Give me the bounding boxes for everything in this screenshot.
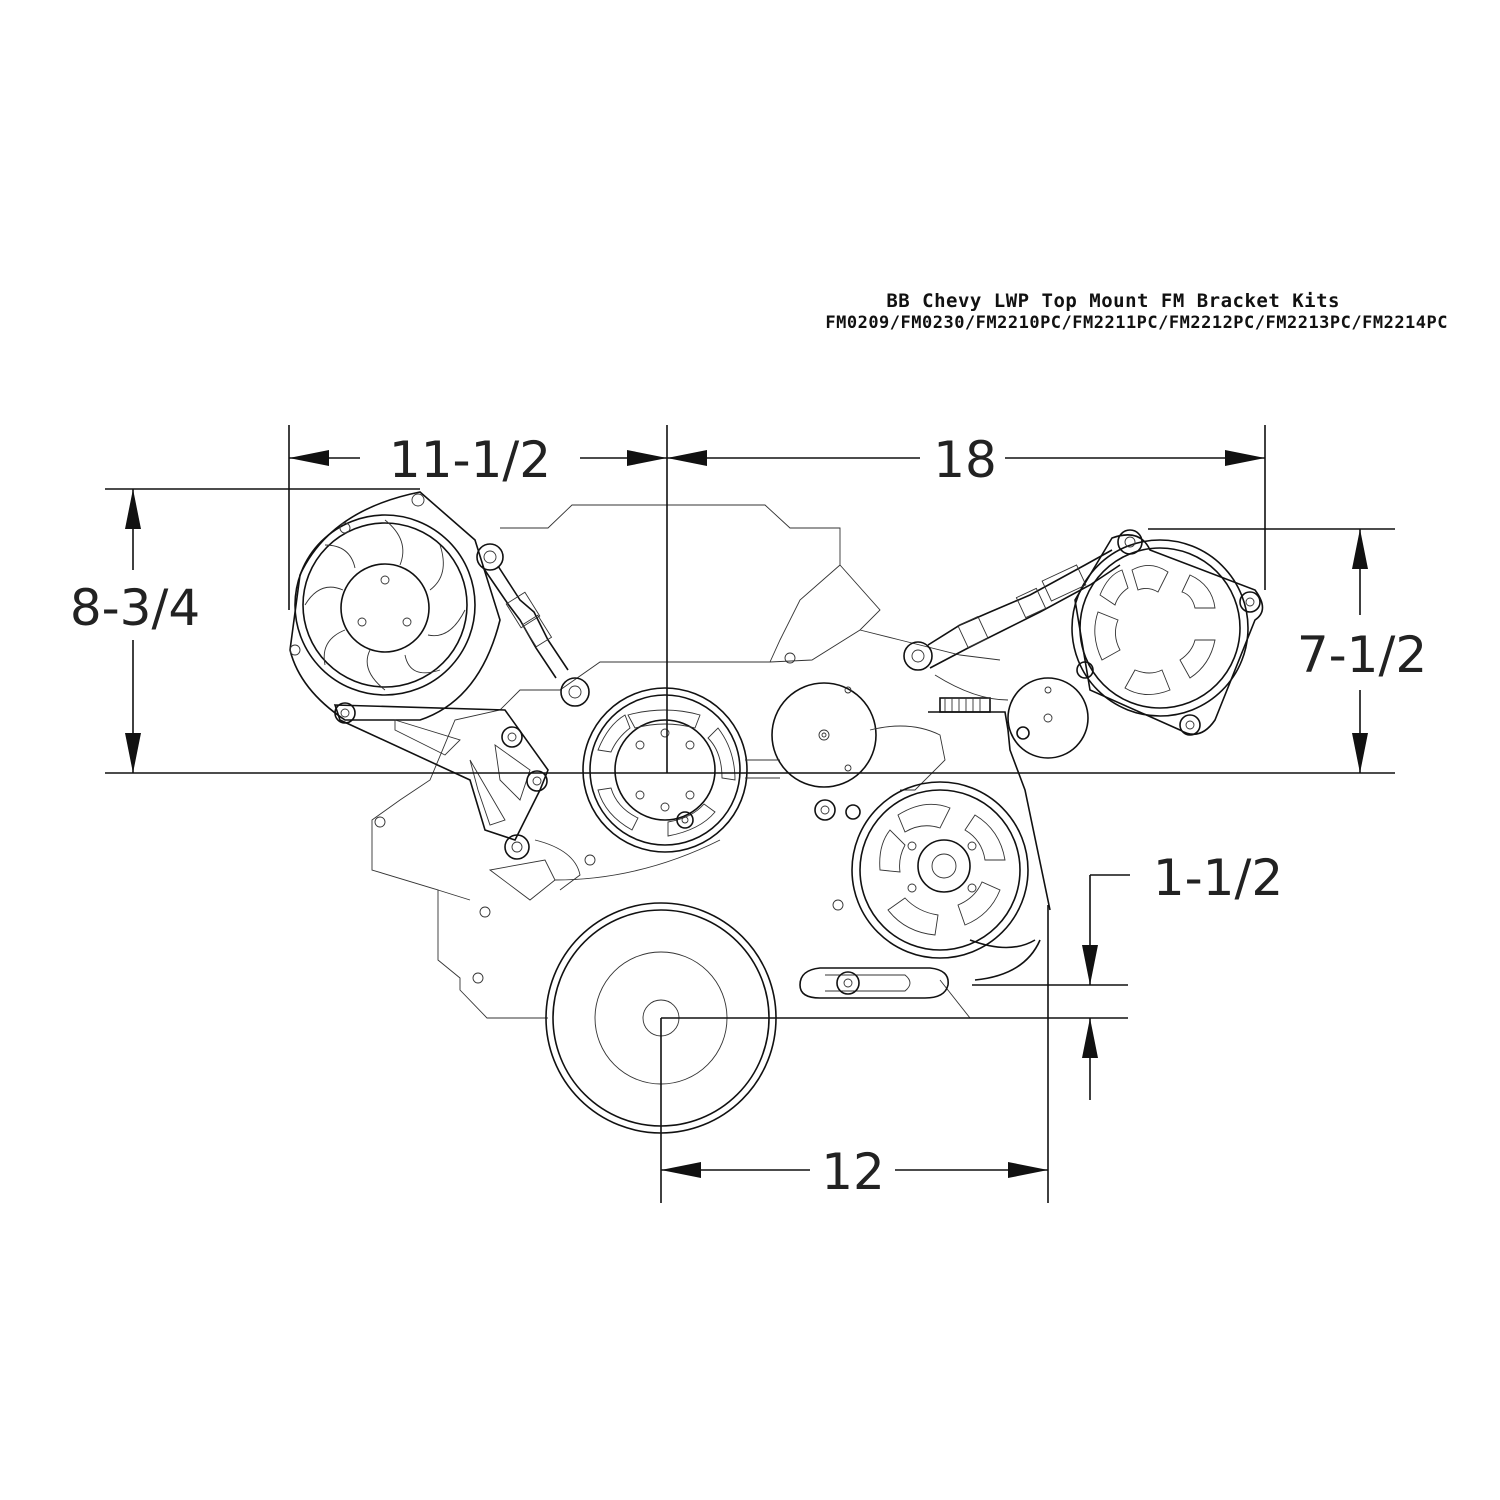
power-steering-pump xyxy=(851,697,1051,981)
dimension-7-1-2: 7-1/2 xyxy=(1297,529,1427,773)
dimension-12: 12 xyxy=(661,1143,1048,1201)
ac-compressor xyxy=(1071,529,1264,736)
engine-block-outline xyxy=(371,504,1048,1019)
part-numbers: FM0209/FM0230/FM2210PC/FM2211PC/FM2212PC… xyxy=(825,313,1448,333)
ac-adjuster-link xyxy=(903,549,1121,701)
dimension-label-12: 12 xyxy=(821,1143,885,1201)
alternator-adjuster-link xyxy=(476,543,590,707)
lower-left-bracket xyxy=(333,702,721,901)
dimension-label-18: 18 xyxy=(933,431,997,489)
dimension-1-1-2: 1-1/2 xyxy=(1082,849,1283,1100)
water-pump-pulley xyxy=(582,687,748,853)
idler-pulley xyxy=(745,682,946,791)
dimension-18: 18 xyxy=(667,431,1265,489)
dimension-8-3-4: 8-3/4 xyxy=(70,489,200,773)
dimension-11-1-2: 11-1/2 xyxy=(289,431,667,489)
alternator xyxy=(289,491,501,721)
dimension-label-7-1-2: 7-1/2 xyxy=(1297,626,1427,684)
dimension-label-1-1-2: 1-1/2 xyxy=(1153,849,1283,907)
small-idler-pulley xyxy=(1007,677,1089,759)
dimension-label-11-1-2: 11-1/2 xyxy=(389,431,551,489)
dimension-label-8-3-4: 8-3/4 xyxy=(70,579,200,637)
diagram-title: BB Chevy LWP Top Mount FM Bracket Kits xyxy=(886,290,1340,312)
ps-adjuster-arm xyxy=(799,799,949,999)
reference-lines xyxy=(105,425,1395,1203)
